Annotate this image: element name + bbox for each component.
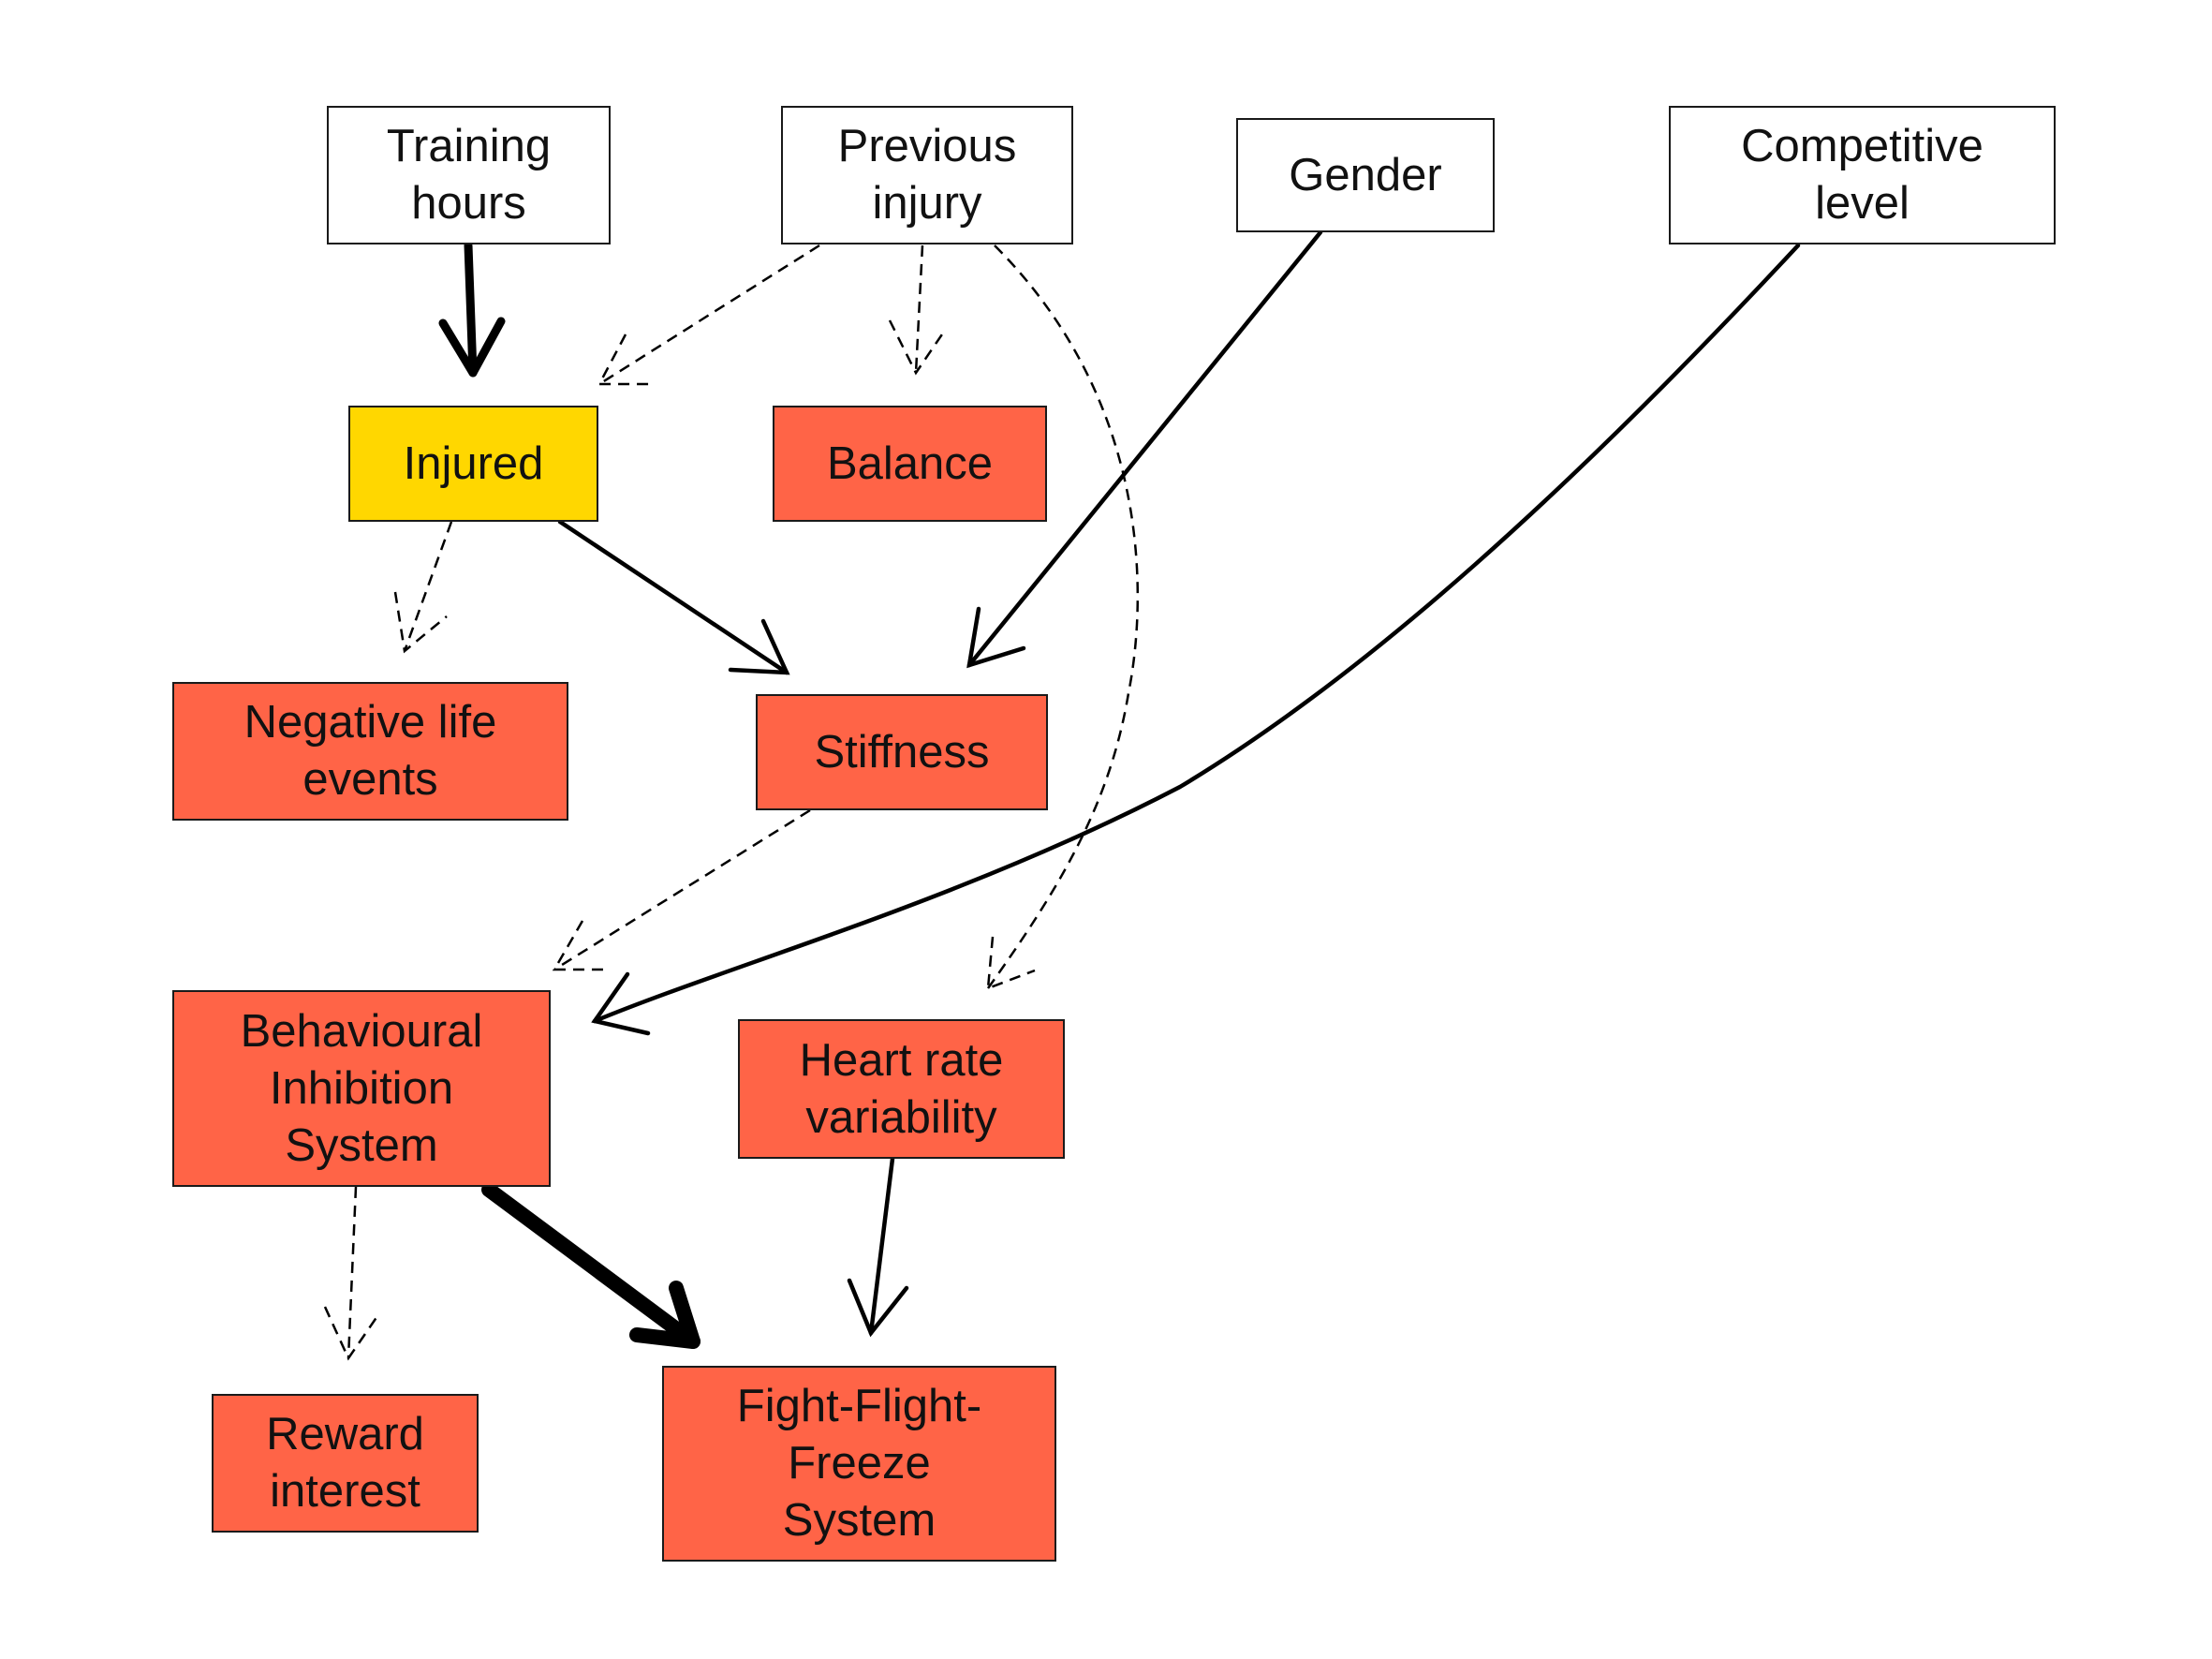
node-reward-interest: Reward interest: [212, 1394, 479, 1533]
edge-training-hours-to-injured: [438, 241, 506, 378]
node-training-hours: Training hours: [327, 106, 611, 244]
node-behavioural-inhibition-system: Behavioural Inhibition System: [172, 990, 551, 1187]
node-gender: Gender: [1236, 118, 1495, 232]
edge-competitive-level-to-bis: [591, 243, 1801, 1036]
edge-previous-injury-to-balance: [888, 244, 946, 376]
edge-bis-to-reward-interest: [323, 1186, 379, 1361]
node-heart-rate-variability: Heart rate variability: [738, 1019, 1065, 1159]
edge-bis-to-ffs: [481, 1182, 700, 1349]
edge-previous-injury-to-injured: [597, 244, 820, 386]
node-balance: Balance: [773, 406, 1047, 522]
node-fight-flight-freeze-system: Fight-Flight- Freeze System: [662, 1366, 1056, 1562]
edge-injured-to-stiffness: [557, 519, 790, 675]
node-injured: Injured: [348, 406, 598, 522]
edge-previous-injury-to-heart-rate-variability: [986, 244, 1140, 990]
node-previous-injury: Previous injury: [781, 106, 1073, 244]
node-stiffness: Stiffness: [756, 694, 1048, 810]
node-competitive-level: Competitive level: [1669, 106, 2056, 244]
edge-hrv-to-ffs: [847, 1156, 909, 1338]
edge-stiffness-to-bis: [552, 808, 811, 971]
node-negative-life-events: Negative life events: [172, 682, 568, 821]
edge-injured-to-negative-life-events: [393, 521, 453, 654]
edge-gender-to-stiffness: [966, 230, 1323, 669]
